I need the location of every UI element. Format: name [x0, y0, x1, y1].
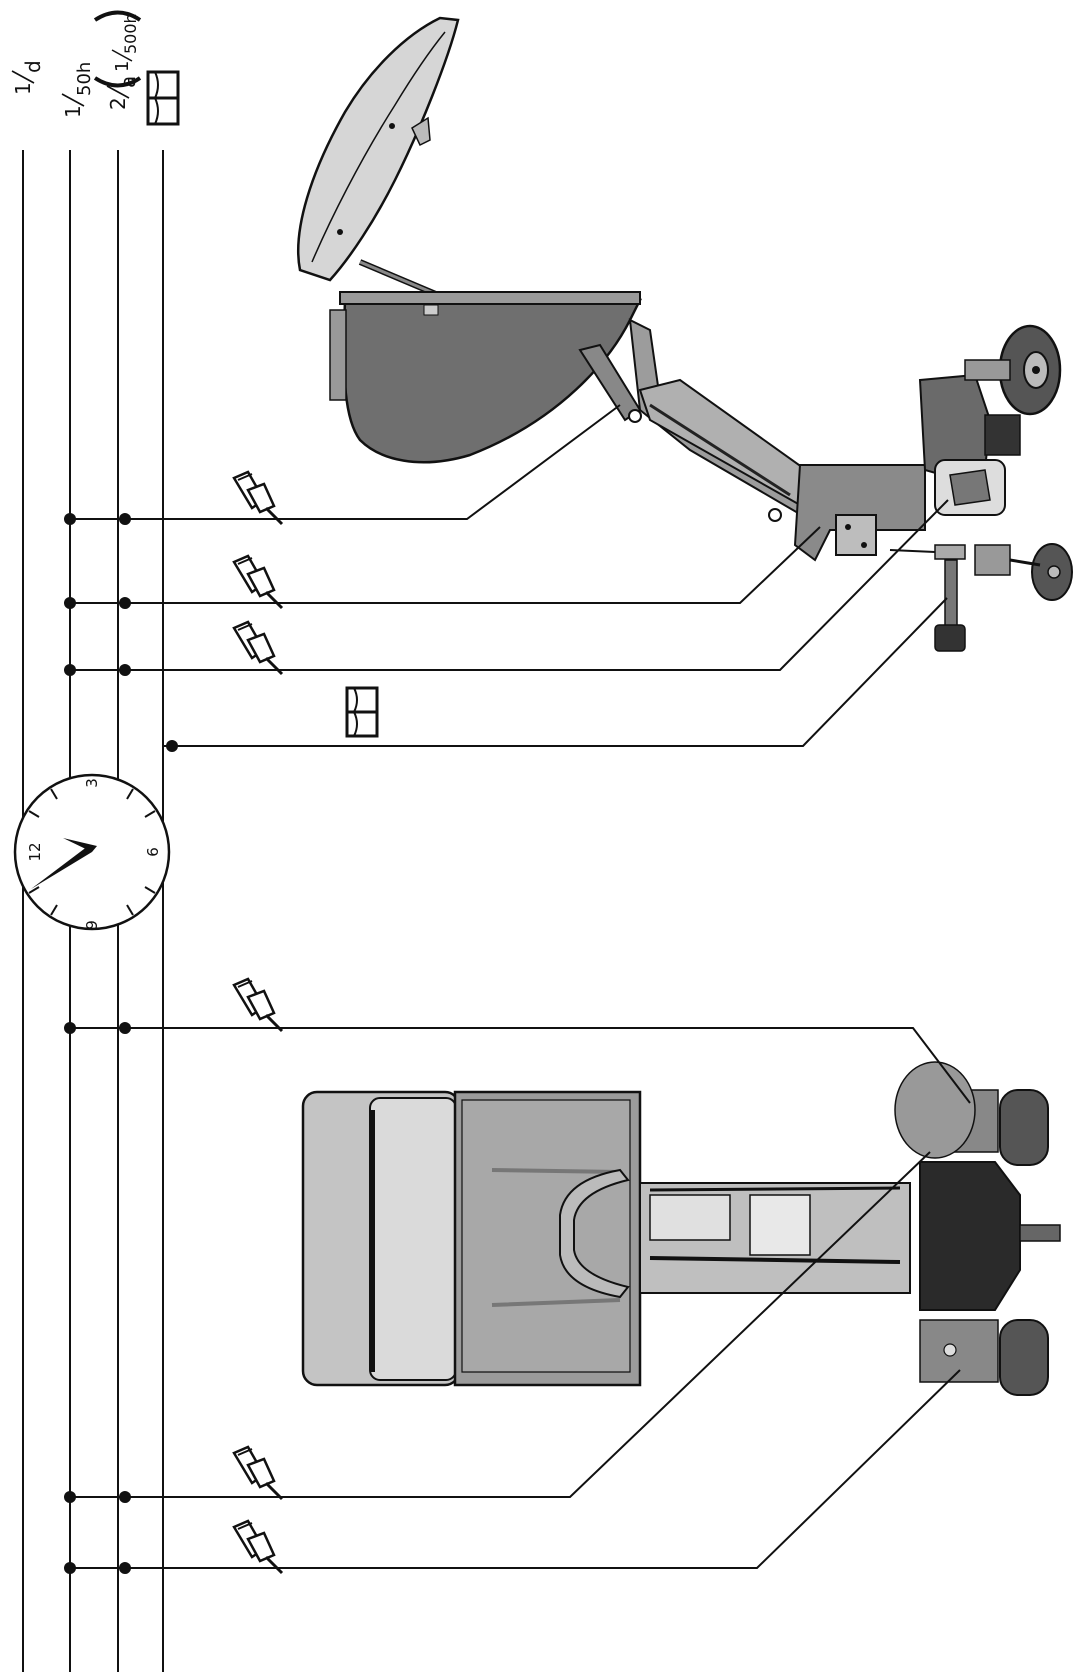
interval-500h-label: 1 500h [111, 13, 140, 72]
hitch-v [559, 1168, 630, 1299]
svg-text:50h: 50h [74, 62, 95, 96]
front-caster-wheel [974, 543, 1073, 601]
junction-dot [119, 1562, 131, 1574]
clock-label-12: 12 [26, 842, 44, 861]
grease-gun-icon [232, 470, 284, 526]
junction-dot [166, 740, 178, 752]
clock: 12 3 6 9 [13, 773, 171, 931]
clock-ticks [28, 788, 156, 916]
open-book-icon [345, 686, 379, 738]
svg-text:d: d [21, 60, 45, 73]
interval-500h-bracket: 1 500h [93, 10, 142, 88]
leader-lines [70, 404, 971, 1569]
side-view-machine [296, 16, 1073, 652]
svg-text:1: 1 [61, 105, 85, 118]
svg-text:500h: 500h [121, 13, 140, 54]
interval-50h-label: 1 50h [61, 62, 95, 118]
manual-icon [146, 70, 180, 126]
junction-dot [64, 513, 76, 525]
svg-text:1: 1 [11, 82, 35, 95]
leader-6 [70, 1151, 931, 1498]
clock-label-9: 9 [83, 920, 101, 930]
bin-lid [296, 16, 460, 282]
mower-deck [919, 1161, 1021, 1311]
leader-4 [163, 597, 948, 747]
grease-gun-icon [232, 620, 284, 676]
leader-5 [70, 1027, 971, 1104]
junction-dot [64, 1562, 76, 1574]
leader-7 [70, 1369, 961, 1569]
junction-dot [64, 1491, 76, 1503]
grease-gun-icon [232, 1519, 284, 1575]
junction-dot [119, 1491, 131, 1503]
clock-label-6: 6 [144, 847, 162, 857]
junction-dot [119, 664, 131, 676]
junction-dot [64, 597, 76, 609]
grease-gun-icon [232, 554, 284, 610]
top-wheel-right [999, 1319, 1049, 1396]
junction-dots [64, 513, 178, 1574]
junction-dot [64, 664, 76, 676]
top-wheel-left [999, 1089, 1049, 1166]
leader-2 [70, 526, 821, 604]
interval-daily-label: 1 d [11, 60, 45, 95]
svg-text:1: 1 [112, 61, 133, 72]
grease-gun-icon [232, 977, 284, 1033]
leader-3 [70, 499, 949, 671]
rear-wheel [964, 324, 1062, 416]
interval-header: 1 d 1 50h 2 a 1 500h [11, 10, 180, 126]
junction-dot [119, 1022, 131, 1034]
junction-dot [119, 597, 131, 609]
clock-minute-hand [31, 846, 92, 889]
top-view-machine [301, 1061, 1061, 1396]
junction-dot [64, 1022, 76, 1034]
junction-dot [119, 513, 131, 525]
top-drum [894, 1061, 976, 1159]
leader-1 [70, 404, 621, 520]
collection-bin [342, 298, 643, 464]
pto-shaft [889, 544, 966, 652]
svg-text:2: 2 [106, 97, 130, 110]
grease-gun-icon [232, 1445, 284, 1501]
clock-label-3: 3 [83, 778, 101, 788]
